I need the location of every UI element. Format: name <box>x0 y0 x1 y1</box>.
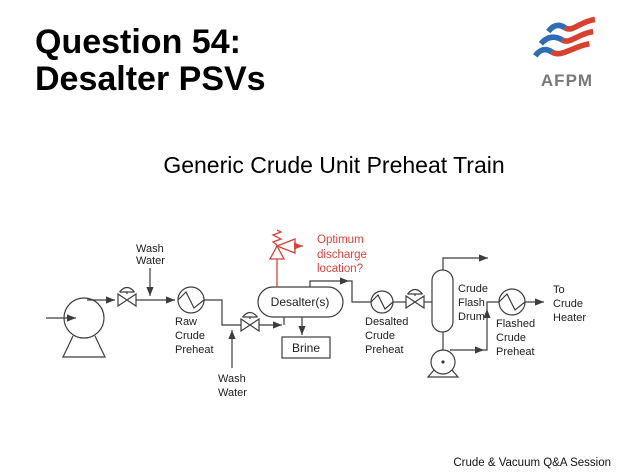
control-valve-2 <box>240 311 260 332</box>
label-desalted-1: Desalted <box>365 316 408 328</box>
psv-annotation-text: Optimum discharge location? <box>317 234 367 275</box>
brine-box <box>281 336 331 359</box>
flashed-crude-preheat-exchanger <box>498 288 526 316</box>
title-line-1: Question 54: <box>35 23 241 61</box>
footer-text: Crude & Vacuum Q&A Session <box>453 457 611 469</box>
line-into-flashed-preheat <box>486 301 499 309</box>
logo-blue-waves <box>533 22 567 58</box>
crude-charge-pump <box>62 297 106 358</box>
label-flash-drum-1: Crude <box>458 283 488 295</box>
desalter-outlet-line <box>309 277 349 287</box>
label-wash-water-bottom-2: Water <box>218 387 247 399</box>
label-flashed-3: Preheat <box>496 346 535 358</box>
line-to-valve-2 <box>204 299 241 326</box>
psv-icon <box>268 229 296 260</box>
flow-lines <box>46 254 544 378</box>
afpm-logo-text: AFPM <box>540 71 594 90</box>
annotation-line-1: Optimum <box>317 234 364 246</box>
label-desalter: Desalter(s) <box>271 295 330 309</box>
afpm-waves-icon <box>533 16 596 58</box>
line-to-desalted-preheat <box>349 280 371 303</box>
annotation-line-3: location? <box>317 263 363 275</box>
label-raw-crude-2: Crude <box>175 330 205 342</box>
afpm-logo: AFPM <box>527 12 607 91</box>
label-to-heater-3: Heater <box>553 312 586 324</box>
desalter-vessel <box>257 286 344 318</box>
diagram-title: Generic Crude Unit Preheat Train <box>163 152 505 178</box>
annotation-line-2: discharge <box>317 249 367 261</box>
label-desalted-2: Crude <box>365 330 395 342</box>
control-valve-3 <box>405 288 425 309</box>
label-wash-water-top-2: Water <box>136 255 165 267</box>
label-flash-drum-2: Flash <box>458 297 485 309</box>
flash-drum-vapor-line <box>442 254 488 270</box>
diagram-labels: Wash Water Raw Crude Preheat Wash Water … <box>136 243 586 399</box>
raw-crude-preheat-exchanger <box>177 286 205 314</box>
label-flash-drum-3: Drum <box>458 311 485 323</box>
logo-red-waves <box>550 16 596 57</box>
desalted-crude-preheat-exchanger <box>370 290 394 314</box>
label-flashed-2: Crude <box>496 332 526 344</box>
label-wash-water-bottom-1: Wash <box>218 373 246 385</box>
label-to-heater-2: Crude <box>553 298 583 310</box>
control-valve-1 <box>117 286 137 307</box>
title-line-2: Desalter PSVs <box>35 60 266 98</box>
label-brine: Brine <box>292 341 320 355</box>
label-flashed-1: Flashed <box>496 318 535 330</box>
label-raw-crude-3: Preheat <box>175 344 214 356</box>
label-raw-crude-1: Raw <box>175 316 197 328</box>
crude-flash-drum-vessel <box>431 269 454 333</box>
label-wash-water-top-1: Wash <box>136 243 164 255</box>
flashed-crude-pump <box>426 349 460 378</box>
psv-annotation-group <box>268 229 303 287</box>
slide-title: Question 54: Desalter PSVs <box>35 24 266 98</box>
label-to-heater-1: To <box>553 284 565 296</box>
riser-to-flashed-preheat <box>483 309 491 351</box>
label-desalted-3: Preheat <box>365 344 404 356</box>
